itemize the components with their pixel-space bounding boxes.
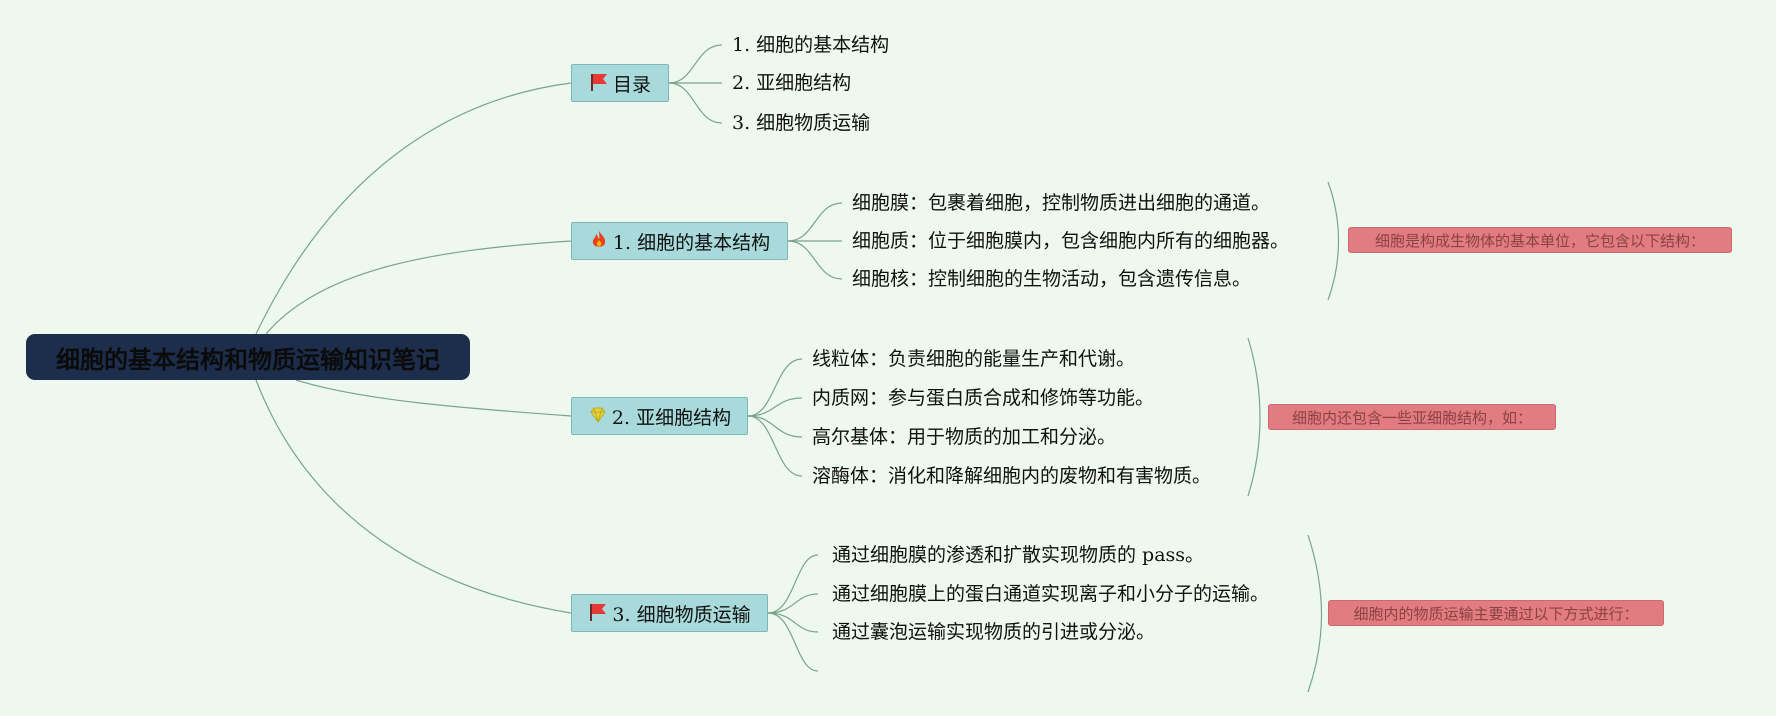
branch-subcellular[interactable]: 2. 亚细胞结构 [571,397,748,435]
transport-item-diffusion[interactable]: 通过细胞膜的渗透和扩散实现物质的 pass。 [832,544,1205,566]
connector-root-toc [255,82,572,335]
toc-item-1[interactable]: 1. 细胞的基本结构 [732,34,890,56]
connector-root-transport [255,379,572,614]
basic-item-cytoplasm[interactable]: 细胞质：位于细胞膜内，包含细胞内所有的细胞器。 [852,230,1290,252]
toc-item-2[interactable]: 2. 亚细胞结构 [732,72,852,94]
transport-item-vesicle[interactable]: 通过囊泡运输实现物质的引进或分泌。 [832,621,1156,643]
summary-basic-structure[interactable]: 细胞是构成生物体的基本单位，它包含以下结构： [1348,227,1732,253]
root-topic[interactable]: 细胞的基本结构和物质运输知识笔记 [26,334,470,380]
sub-item-golgi[interactable]: 高尔基体：用于物质的加工和分泌。 [812,426,1117,448]
root-topic-label: 细胞的基本结构和物质运输知识笔记 [56,345,440,374]
toc-item-3[interactable]: 3. 细胞物质运输 [732,112,871,134]
connector-root-basic [265,240,572,335]
summary-basic-structure-label: 细胞是构成生物体的基本单位，它包含以下结构： [1374,231,1705,250]
summary-brace-transport [1307,534,1323,693]
basic-item-membrane[interactable]: 细胞膜：包裹着细胞，控制物质进出细胞的通道。 [852,192,1271,214]
sub-item-mitochondria[interactable]: 线粒体：负责细胞的能量生产和代谢。 [812,348,1136,370]
fire-icon [592,231,606,247]
summary-transport-label: 细胞内的物质运输主要通过以下方式进行： [1353,604,1639,623]
branch-toc-label: 目录 [612,73,651,96]
gem-icon [590,407,606,423]
transport-item-channel[interactable]: 通过细胞膜上的蛋白通道实现离子和小分子的运输。 [832,583,1270,605]
branch-transport[interactable]: 3. 细胞物质运输 [571,594,768,632]
summary-subcellular-label: 细胞内还包含一些亚细胞结构，如： [1291,408,1532,427]
branch-basic-structure[interactable]: 1. 细胞的基本结构 [571,222,788,260]
branch-transport-label: 3. 细胞物质运输 [612,603,751,626]
red-flag-icon [590,74,607,91]
sub-item-er[interactable]: 内质网：参与蛋白质合成和修饰等功能。 [812,387,1155,409]
summary-subcellular[interactable]: 细胞内还包含一些亚细胞结构，如： [1268,404,1556,430]
summary-transport[interactable]: 细胞内的物质运输主要通过以下方式进行： [1328,600,1664,626]
red-flag-icon [590,604,607,621]
summary-brace-sub [1247,337,1261,497]
sub-item-lysosome[interactable]: 溶酶体：消化和降解细胞内的废物和有害物质。 [812,465,1212,487]
branch-subcellular-label: 2. 亚细胞结构 [611,406,732,429]
branch-basic-structure-label: 1. 细胞的基本结构 [612,231,771,254]
connector-root-sub [295,379,572,417]
basic-item-nucleus[interactable]: 细胞核：控制细胞的生物活动，包含遗传信息。 [852,268,1252,290]
summary-brace-basic [1327,181,1340,301]
branch-toc[interactable]: 目录 [571,64,669,102]
